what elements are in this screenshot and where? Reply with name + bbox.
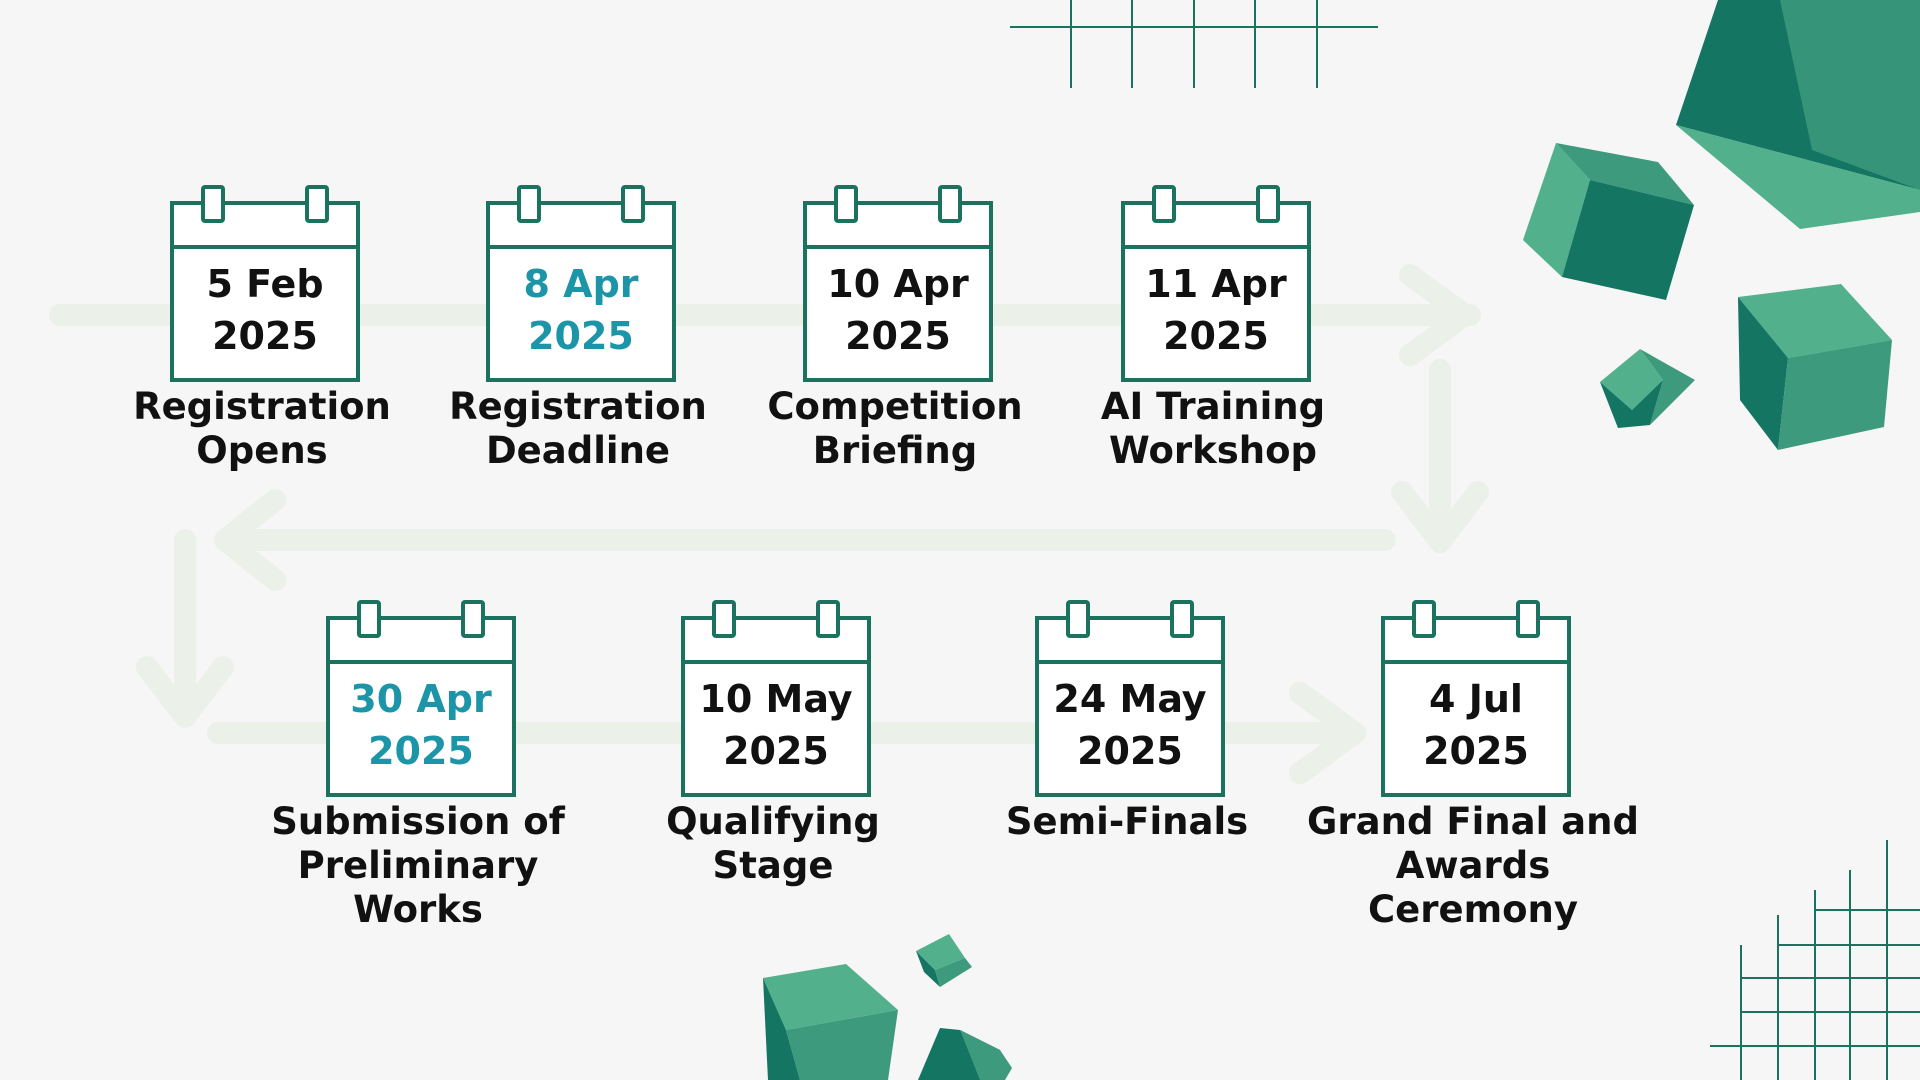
cube-small-bottom — [918, 1028, 1012, 1080]
calendar-card: 5 Feb 2025 — [170, 185, 360, 382]
event-day-month: 11 Apr — [1145, 262, 1287, 306]
event-label: Qualifying Stage — [603, 800, 943, 888]
event-label: Semi-Finals — [957, 800, 1297, 844]
event-year: 2025 — [368, 729, 474, 773]
calendar-card: 24 May 2025 — [1035, 600, 1225, 797]
event-year: 2025 — [845, 314, 951, 358]
cube-tiny-bottom — [916, 934, 972, 987]
flow-arrowhead-down-2 — [136, 656, 234, 728]
calendar-icon — [803, 185, 993, 382]
event-day-month: 24 May — [1053, 677, 1207, 721]
event-label-line1: Registration — [133, 385, 391, 428]
event-day-month: 4 Jul — [1429, 677, 1523, 721]
event-year: 2025 — [1163, 314, 1269, 358]
event-label-line2: Opens — [196, 429, 328, 472]
event-date: 8 Apr 2025 — [486, 247, 676, 373]
calendar-icon — [681, 600, 871, 797]
event-label-line1: Registration — [449, 385, 707, 428]
event-label-line2: Deadline — [485, 429, 671, 472]
event-day-month: 10 May — [699, 677, 853, 721]
event-label-line1: Semi-Finals — [1005, 800, 1249, 843]
event-label-line1: Submission of — [271, 800, 565, 843]
event-label-line1: Competition — [767, 385, 1023, 428]
event-label-line2: Briefing — [812, 429, 978, 472]
flow-arrowhead-right-2 — [1289, 682, 1366, 784]
event-day-month: 10 Apr — [827, 262, 969, 306]
event-year: 2025 — [1423, 729, 1529, 773]
event-year: 2025 — [212, 314, 318, 358]
cube-upper-right — [1523, 143, 1694, 300]
calendar-icon — [1381, 600, 1571, 797]
event-label-line2: Awards Ceremony — [1367, 844, 1579, 931]
flow-arrowhead-down-1 — [1391, 481, 1489, 553]
event-date: 24 May 2025 — [1035, 662, 1225, 788]
cube-small-right — [1600, 349, 1695, 428]
event-date: 10 Apr 2025 — [803, 247, 993, 373]
cube-middle-right — [1738, 284, 1892, 450]
grid-decoration-top — [1010, 0, 1378, 88]
event-day-month: 5 Feb — [206, 262, 324, 306]
calendar-icon — [170, 185, 360, 382]
event-date: 4 Jul 2025 — [1381, 662, 1571, 788]
event-year: 2025 — [528, 314, 634, 358]
grid-decoration-bottom-right — [1710, 840, 1920, 1080]
calendar-icon — [1035, 600, 1225, 797]
event-year: 2025 — [1077, 729, 1183, 773]
event-date: 10 May 2025 — [681, 662, 871, 788]
event-date: 11 Apr 2025 — [1121, 247, 1311, 373]
calendar-icon — [486, 185, 676, 382]
event-date: 30 Apr 2025 — [326, 662, 516, 788]
calendar-icon — [326, 600, 516, 797]
cube-bottom-center — [763, 964, 898, 1080]
calendar-card: 11 Apr 2025 — [1121, 185, 1311, 382]
calendar-card: 8 Apr 2025 — [486, 185, 676, 382]
flow-arrowhead-right-1 — [1399, 264, 1476, 366]
calendar-card: 30 Apr 2025 — [326, 600, 516, 797]
calendar-icon — [1121, 185, 1311, 382]
event-date: 5 Feb 2025 — [170, 247, 360, 373]
event-day-month: 8 Apr — [523, 262, 639, 306]
event-label-line1: Qualifying Stage — [666, 800, 880, 887]
event-year: 2025 — [723, 729, 829, 773]
calendar-card: 4 Jul 2025 — [1381, 600, 1571, 797]
event-label-line1: AI Training — [1100, 385, 1326, 428]
calendar-card: 10 May 2025 — [681, 600, 871, 797]
event-label-line2: Preliminary Works — [297, 844, 539, 931]
cube-large-top-right — [1676, 0, 1920, 229]
event-label-line1: Grand Final and — [1307, 800, 1639, 843]
event-day-month: 30 Apr — [350, 677, 492, 721]
calendar-card: 10 Apr 2025 — [803, 185, 993, 382]
event-label-line2: Workshop — [1108, 429, 1318, 472]
flow-arrowhead-left — [214, 489, 286, 591]
